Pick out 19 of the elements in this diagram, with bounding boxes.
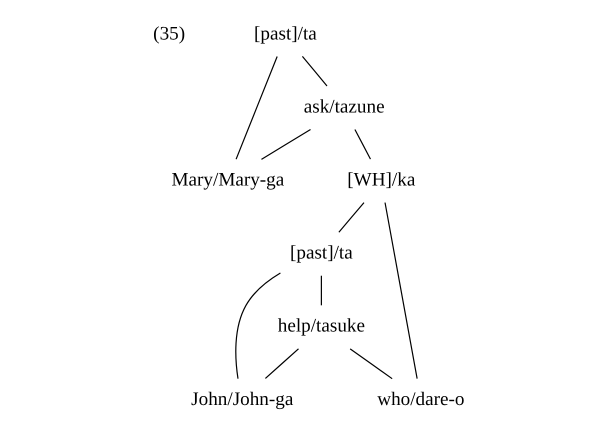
node-text: help/tasuke	[278, 316, 366, 337]
connector	[264, 348, 299, 379]
connector	[236, 56, 278, 160]
connector	[235, 272, 281, 379]
connector	[302, 56, 328, 86]
connector	[354, 129, 371, 160]
node-text: ask/tazune	[304, 96, 385, 118]
connector	[261, 128, 311, 160]
node-text: [past]/ta	[254, 23, 317, 44]
node-text: John/John-ga	[191, 388, 294, 410]
connector	[350, 348, 392, 380]
node-text: Mary/Mary-ga	[172, 169, 284, 190]
node-text: who/dare-o	[377, 388, 464, 410]
connector	[320, 276, 322, 306]
node-text: [WH]/ka	[347, 169, 416, 190]
node-text: [past]/ta	[290, 242, 353, 264]
connector	[384, 202, 418, 379]
connector	[338, 202, 364, 233]
label: (35)	[153, 23, 186, 44]
